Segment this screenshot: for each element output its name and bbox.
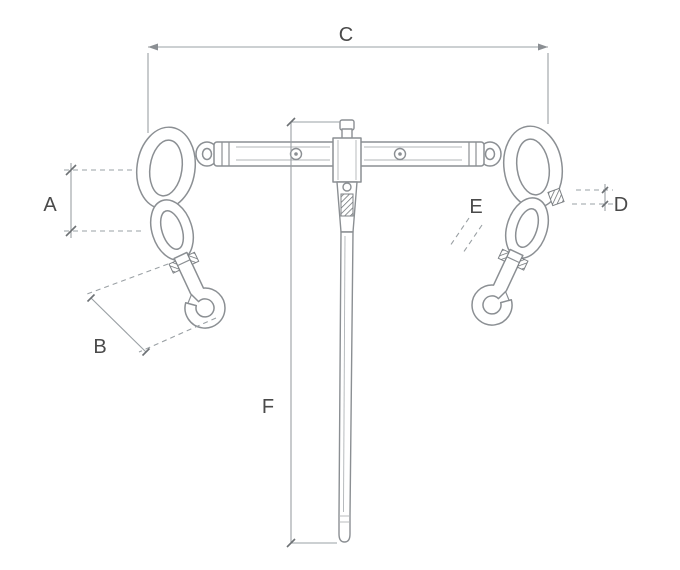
left-hook-pin-head [187,251,200,265]
dimension-a-tick-bottom [65,225,77,237]
dimension-d: D [572,184,628,216]
right-link-cross-section [547,187,565,207]
left-hook-body [173,251,226,329]
binder-handle [338,231,354,543]
ratchet-mechanism [332,119,362,233]
dimension-a: A [43,163,142,238]
dimension-label-a: A [43,194,57,216]
ratchet-knurl-hatch [340,193,354,217]
dimension-f: F [262,117,340,548]
right-hook-clevis-pin-line [506,256,520,264]
dimension-e-leader-1 [449,217,470,247]
right-lower-link-inner [514,207,540,249]
dimension-c-arrow-left [148,43,158,51]
left-hook-clevis-pin-line [177,259,191,267]
ratchet-plates [332,137,362,183]
dimension-f-tick-bottom [286,538,296,548]
dimension-label-b: B [93,336,106,358]
dimension-d-tick-bottom [601,200,609,208]
handle-body [338,231,354,543]
dimension-e: E [449,196,483,254]
dimension-c: C [147,24,549,133]
dimension-label-d: D [614,194,628,216]
left-lower-link [149,199,195,261]
left-hook-latch-line [187,294,193,305]
dimension-b-extension-top [86,263,169,295]
dimension-a-tick-top [65,164,77,176]
right-grab-hook [471,248,529,326]
dimension-f-tick-top [286,117,296,127]
right-lower-link [504,197,550,259]
left-grab-hook [168,251,226,329]
dimension-label-c: C [339,24,353,46]
dimension-d-tick-top [601,186,609,194]
dimension-c-arrow-right [538,43,548,51]
right-upper-link-inner [515,138,551,196]
right-hook-latch-line [504,291,510,302]
barrel-right-eye-hole [484,147,496,161]
handle-center-line [343,235,346,513]
left-hook-pin-head-2 [168,260,181,274]
dimension-b-tick-top [86,293,96,303]
dimension-b-tick-bottom [141,347,151,357]
left-lower-link-inner [159,209,185,251]
barrel-hole-right-center [398,152,402,156]
barrel-hole-left-center [294,152,298,156]
right-hook-body [471,248,524,326]
dimension-b-extension-bottom [138,317,217,353]
dimension-b: B [86,263,217,358]
dimension-e-leader-2 [462,224,483,254]
dimension-b-line [90,297,147,353]
dimension-label-f: F [262,396,274,418]
left-upper-link-inner [148,139,184,197]
link-material-hatch [547,187,565,207]
left-upper-link [135,126,197,210]
right-hook-pin-head-2 [516,257,529,271]
left-chain [135,126,197,261]
barrel-left-eye-hole [201,147,213,161]
right-chain [502,125,565,259]
ratchet-gear-pivot [342,182,352,192]
dimension-label-e: E [469,196,482,218]
right-hook-pin-head [497,248,510,262]
